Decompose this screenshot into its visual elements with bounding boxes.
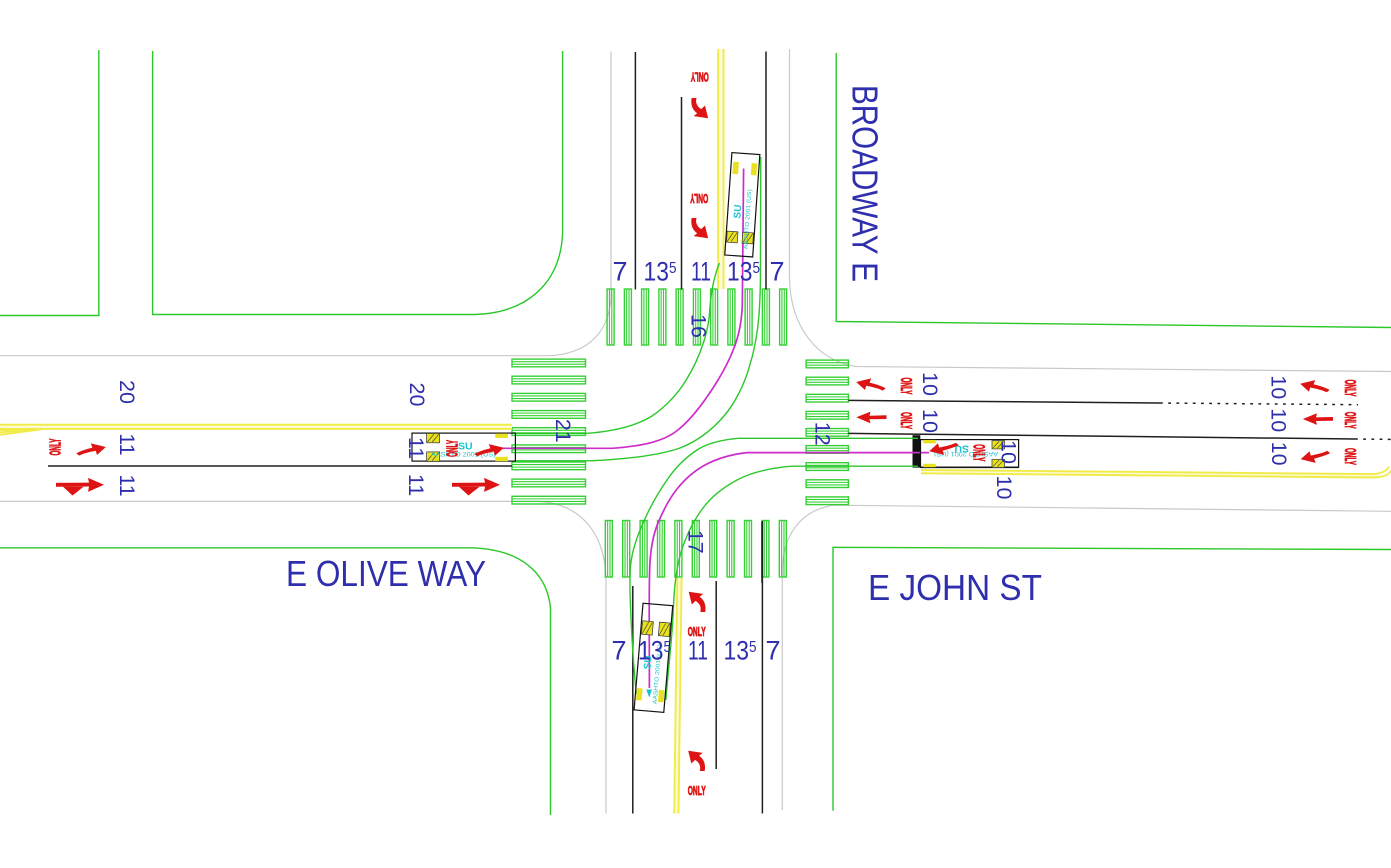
- svg-text:7: 7: [769, 257, 784, 287]
- svg-text:12: 12: [811, 422, 835, 446]
- svg-text:ONLY: ONLY: [897, 412, 914, 429]
- svg-text:AASHTO 2001 (US): AASHTO 2001 (US): [743, 189, 753, 249]
- svg-text:E OLIVE WAY: E OLIVE WAY: [286, 553, 486, 594]
- svg-text:ONLY: ONLY: [688, 625, 706, 639]
- svg-text:16: 16: [687, 314, 711, 338]
- svg-text:10: 10: [1267, 442, 1291, 466]
- svg-text:SU: SU: [732, 204, 744, 219]
- svg-text:ONLY: ONLY: [1341, 380, 1358, 397]
- svg-text:AASHTO 2001 (US): AASHTO 2001 (US): [934, 450, 998, 456]
- svg-text:AASHTO 2001 (US): AASHTO 2001 (US): [653, 644, 664, 704]
- svg-text:ONLY: ONLY: [970, 444, 988, 461]
- svg-text:ONLY: ONLY: [688, 784, 706, 798]
- svg-text:10: 10: [992, 476, 1016, 500]
- svg-text:ONLY: ONLY: [1341, 412, 1358, 429]
- svg-text:11: 11: [688, 636, 708, 666]
- svg-text:SU: SU: [458, 441, 473, 453]
- svg-text:ONLY: ONLY: [47, 438, 64, 455]
- svg-text:SU: SU: [954, 443, 969, 455]
- svg-text:7: 7: [765, 636, 780, 666]
- svg-text:11: 11: [404, 437, 428, 459]
- svg-text:11: 11: [115, 474, 139, 496]
- svg-text:17: 17: [683, 530, 707, 554]
- svg-text:10: 10: [1266, 408, 1290, 432]
- svg-text:7: 7: [611, 636, 626, 666]
- svg-text:11: 11: [691, 257, 711, 287]
- svg-text:BROADWAY E: BROADWAY E: [844, 85, 885, 282]
- svg-text:ONLY: ONLY: [690, 191, 708, 205]
- svg-text:7: 7: [612, 257, 627, 287]
- svg-text:ONLY: ONLY: [1341, 448, 1358, 465]
- svg-text:11: 11: [115, 433, 139, 455]
- svg-text:AASHTO 2001 (US): AASHTO 2001 (US): [431, 453, 496, 459]
- svg-text:21: 21: [551, 419, 575, 443]
- svg-text:ONLY: ONLY: [690, 70, 708, 84]
- svg-text:20: 20: [115, 380, 139, 404]
- svg-text:10: 10: [918, 372, 942, 396]
- svg-text:ONLY: ONLY: [897, 378, 914, 395]
- svg-text:11: 11: [404, 474, 428, 496]
- svg-text:10: 10: [1266, 375, 1290, 399]
- svg-text:10: 10: [997, 440, 1021, 464]
- svg-text:10: 10: [918, 409, 942, 433]
- svg-text:ONLY: ONLY: [445, 440, 462, 457]
- svg-text:E JOHN ST: E JOHN ST: [868, 567, 1042, 608]
- svg-text:20: 20: [405, 383, 429, 407]
- svg-text:SU: SU: [642, 655, 654, 670]
